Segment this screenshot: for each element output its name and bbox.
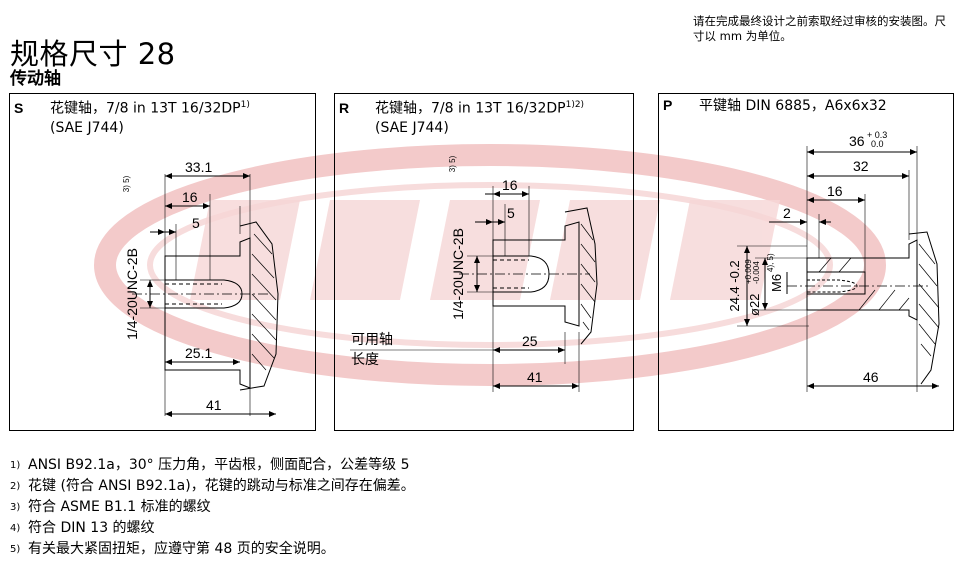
panel-s-dim-1: 33.1 <box>185 159 212 175</box>
panel-s-code: S <box>14 99 24 116</box>
panel-s: S 花键轴，7/8 in 13T 16/32DP1) (SAE J744) <box>9 93 316 431</box>
panel-p-drawing: 36 + 0.3 0.0 32 16 2 46 24.4 -0.2 ø22 +0… <box>727 130 940 392</box>
footnote-2: 2) 花键 (符合 ANSI B92.1a)，花键的跳动与标准之间存在偏差。 <box>10 476 415 497</box>
panel-r: R 花键轴，7/8 in 13T 16/32DP1)2) (SAE J744) <box>334 93 634 431</box>
panel-p-dim-3: 16 <box>827 183 843 199</box>
panel-p-dim-v2-tol-lo: -0.004 <box>752 261 761 284</box>
top-note: 请在完成最终设计之前索取经过审核的安装图。尺寸以 mm 为单位。 <box>693 14 946 43</box>
panel-p-dim-4: 2 <box>783 205 791 221</box>
panel-p-title: 平键轴 DIN 6885，A6x6x32 <box>699 98 887 114</box>
panel-p-dim-1-tol-lo: 0.0 <box>871 139 884 149</box>
panel-s-title: 花键轴，7/8 in 13T 16/32DP <box>50 100 241 117</box>
panel-r-thread-sup: 3) 5) <box>448 155 457 172</box>
footnote-1: 1) ANSI B92.1a，30° 压力角，平齿根，侧面配合，公差等级 5 <box>10 455 415 476</box>
panel-p-dim-1: 36 <box>849 133 865 149</box>
panel-s-thread-label: 1/4-20UNC-2B <box>124 248 140 340</box>
panel-s-thread-sup: 3) 5) <box>122 175 131 192</box>
panel-r-usable-label-2: 长度 <box>351 351 379 367</box>
panel-r-dim-2: 5 <box>507 205 515 221</box>
footnote-1-text: ANSI B92.1a，30° 压力角，平齿根，侧面配合，公差等级 5 <box>28 457 410 473</box>
panel-s-dim-4: 25.1 <box>185 345 212 361</box>
panel-p-dim-v2: ø22 <box>747 294 762 316</box>
panel-r-title-sup: 1)2) <box>565 100 585 110</box>
page-title: 规格尺寸 28 <box>10 37 176 72</box>
footnote-3: 3) 符合 ASME B1.1 标准的螺纹 <box>10 497 415 518</box>
panel-s-drawing: 33.1 16 5 25.1 41 1/4-20UNC-2B 3) 5) <box>122 159 279 417</box>
panel-s-subtitle: (SAE J744) <box>50 119 124 136</box>
panel-r-dim-1: 16 <box>502 177 518 193</box>
footnotes: 1) ANSI B92.1a，30° 压力角，平齿根，侧面配合，公差等级 5 2)… <box>10 455 415 560</box>
panel-p-dim-5: 46 <box>863 369 879 385</box>
section-heading: 传动轴 <box>10 69 61 89</box>
footnote-4: 4) 符合 DIN 13 的螺纹 <box>10 518 415 539</box>
panel-r-subtitle: (SAE J744) <box>375 119 449 136</box>
footnote-5: 5) 有关最大紧固扭矩，应遵守第 48 页的安全说明。 <box>10 539 415 560</box>
panel-s-title-sup: 1) <box>240 100 250 110</box>
panel-r-code: R <box>339 99 350 116</box>
panel-r-dim-4: 41 <box>527 369 543 385</box>
panel-p-code: P <box>663 97 673 113</box>
watermark-logo <box>94 144 886 386</box>
footnote-5-text: 有关最大紧固扭矩，应遵守第 48 页的安全说明。 <box>28 541 335 557</box>
panel-r-usable-label-1: 可用轴 <box>351 331 393 347</box>
panel-p-dim-v2-tol-up: +0.009 <box>744 259 753 284</box>
panel-p-dim-2: 32 <box>853 158 869 174</box>
panel-p: P 平键轴 DIN 6885，A6x6x32 <box>658 93 954 431</box>
panel-s-dim-2: 16 <box>182 189 198 205</box>
panel-p-dim-v1: 24.4 -0.2 <box>727 260 742 311</box>
panel-s-dim-3: 5 <box>192 215 200 231</box>
footnote-4-mark: 4) <box>10 523 21 534</box>
panel-r-dim-3: 25 <box>522 333 538 349</box>
panel-p-header: P 平键轴 DIN 6885，A6x6x32 <box>663 96 887 116</box>
footnote-2-text: 花键 (符合 ANSI B92.1a)，花键的跳动与标准之间存在偏差。 <box>28 478 415 494</box>
footnote-4-text: 符合 DIN 13 的螺纹 <box>28 520 155 536</box>
panel-s-dim-5: 41 <box>206 397 222 413</box>
panel-r-thread-label: 1/4-20UNC-2B <box>450 228 466 320</box>
panel-r-header: R 花键轴，7/8 in 13T 16/32DP1)2) (SAE J744) <box>339 96 584 138</box>
footnote-1-mark: 1) <box>10 460 21 471</box>
panel-r-drawing: 16 5 25 41 可用轴 长度 1/4-20UNC-2B 3) 5) <box>350 155 598 392</box>
footnote-2-mark: 2) <box>10 481 21 492</box>
footnote-5-mark: 5) <box>10 544 21 555</box>
panel-p-thread-sup: 4), 5) <box>766 253 775 272</box>
footnote-3-text: 符合 ASME B1.1 标准的螺纹 <box>28 499 211 515</box>
footnote-3-mark: 3) <box>10 502 21 513</box>
panel-p-dim-1-tol-up: + 0.3 <box>867 130 887 140</box>
panel-s-header: S 花键轴，7/8 in 13T 16/32DP1) (SAE J744) <box>14 96 250 138</box>
panel-r-title: 花键轴，7/8 in 13T 16/32DP <box>375 100 566 117</box>
panel-p-thread-label: M6 <box>769 274 784 292</box>
